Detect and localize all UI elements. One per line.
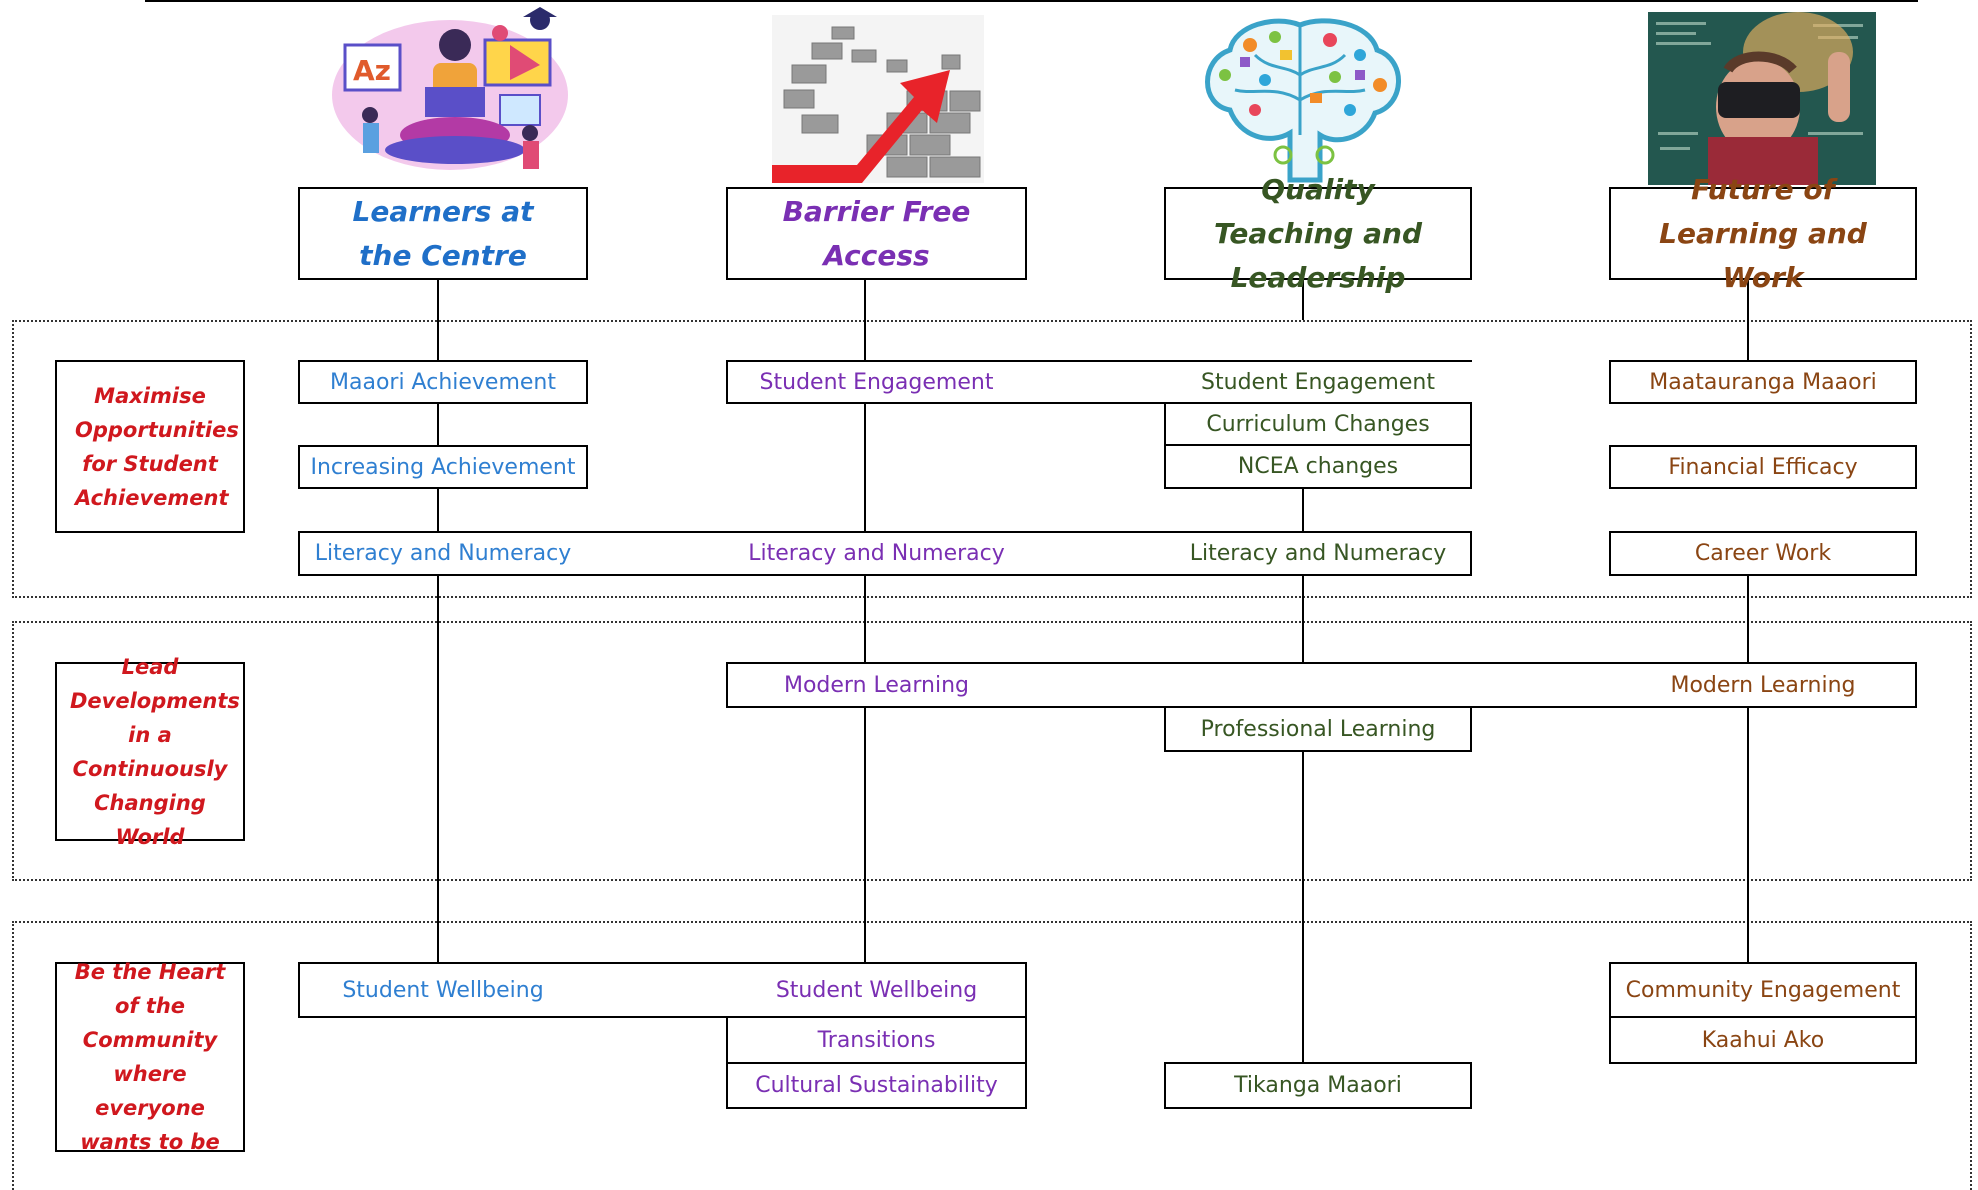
item-student-wellbeing-barrier: Student Wellbeing <box>775 977 978 1003</box>
item-professional-learning: Professional Learning <box>1164 706 1472 752</box>
student-wellbeing-row <box>298 962 1027 1018</box>
student-engagement-row <box>726 360 1472 404</box>
item-kaahui-ako: Kaahui Ako <box>1609 1016 1917 1064</box>
literacy-numeracy-row <box>298 531 1472 576</box>
item-student-engagement-quality: Student Engagement <box>1201 369 1435 395</box>
pillar-header-barrier: Barrier Free Access <box>726 187 1027 280</box>
item-literacy-numeracy-learners: Literacy and Numeracy <box>314 541 572 566</box>
item-curriculum-changes: Curriculum Changes <box>1164 402 1472 446</box>
item-student-engagement-barrier: Student Engagement <box>759 369 994 395</box>
item-cultural-sustainability: Cultural Sustainability <box>726 1062 1027 1109</box>
item-increasing-achievement: Increasing Achievement <box>298 445 588 489</box>
svg-text:Az: Az <box>353 54 391 87</box>
item-ncea-changes: NCEA changes <box>1164 444 1472 489</box>
connector <box>437 403 439 446</box>
connector <box>1747 278 1749 362</box>
goal-continuously-changing: Lead Developments in a Continuously Chan… <box>55 655 245 849</box>
connector <box>437 487 439 532</box>
connector <box>437 574 439 963</box>
item-literacy-numeracy-barrier: Literacy and Numeracy <box>748 541 1005 566</box>
learner-illustration-icon: Az <box>325 5 575 177</box>
connector <box>1302 574 1304 664</box>
connector <box>1302 750 1304 1063</box>
item-community-engagement: Community Engagement <box>1609 962 1917 1018</box>
brain-network-icon <box>1195 15 1410 185</box>
item-modern-learning-future: Modern Learning <box>1670 672 1856 698</box>
goal-heart-of-community: Be the Heart of the Community where ever… <box>55 960 245 1154</box>
band-heart-of-community <box>12 921 1972 1190</box>
goal-student-achievement: Maximise Opportunities for Student Achie… <box>55 360 245 533</box>
item-tikanga-maaori: Tikanga Maaori <box>1164 1062 1472 1109</box>
item-maatauranga-maaori: Maatauranga Maaori <box>1609 360 1917 404</box>
connector <box>437 278 439 362</box>
connector <box>1747 706 1749 963</box>
item-modern-learning-barrier: Modern Learning <box>783 672 970 698</box>
connector <box>864 278 866 362</box>
breaking-wall-arrow-icon <box>772 15 984 183</box>
band-continuously-changing <box>12 621 1972 881</box>
pillar-header-learners: Learners at the Centre <box>298 187 588 280</box>
connector <box>864 403 866 532</box>
item-student-wellbeing-learners: Student Wellbeing <box>342 977 544 1003</box>
item-career-work: Career Work <box>1609 531 1917 576</box>
vr-headset-photo-icon <box>1648 12 1876 185</box>
pillar-header-quality: Quality Teaching and Leadership <box>1164 173 1472 294</box>
item-financial-efficacy: Financial Efficacy <box>1609 445 1917 489</box>
connector <box>864 574 866 664</box>
band-student-achievement <box>12 320 1972 598</box>
item-literacy-numeracy-quality: Literacy and Numeracy <box>1189 541 1447 566</box>
top-rule <box>145 0 1918 2</box>
connector <box>1302 487 1304 532</box>
item-maaori-achievement: Maaori Achievement <box>298 360 588 404</box>
connector <box>864 706 866 963</box>
item-transitions: Transitions <box>726 1016 1027 1064</box>
connector <box>1747 574 1749 664</box>
connector <box>1302 278 1304 320</box>
pillar-header-future: Future of Learning and Work <box>1609 173 1917 294</box>
